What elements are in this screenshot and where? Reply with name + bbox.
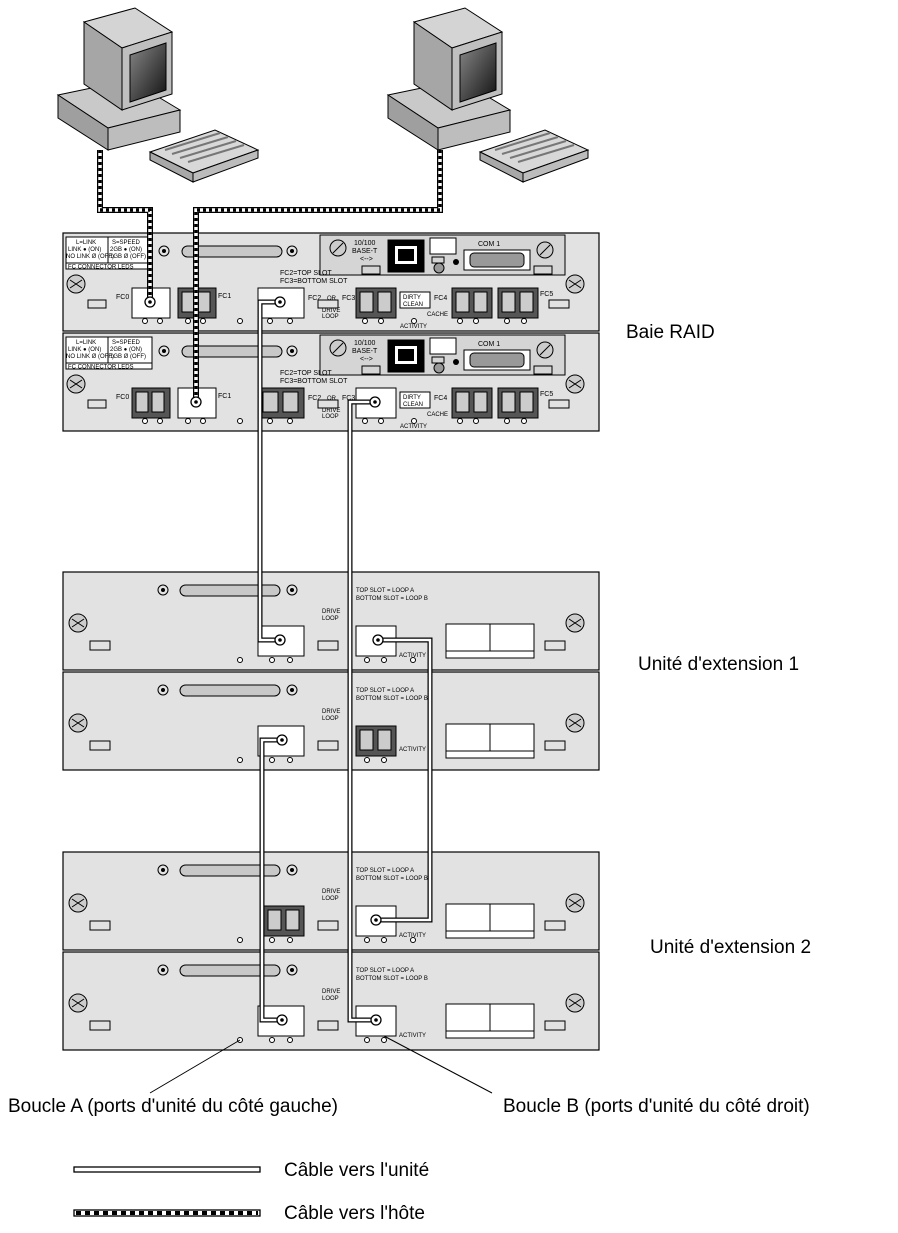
svg-text:BOTTOM SLOT = LOOP B: BOTTOM SLOT = LOOP B (356, 596, 428, 602)
svg-text:NO LINK Ø (OFF): NO LINK Ø (OFF) (66, 354, 114, 360)
drive-cables (257, 299, 433, 1023)
svg-text:DRIVE: DRIVE (322, 889, 340, 895)
svg-text:OR: OR (327, 396, 337, 402)
svg-text:CACHE: CACHE (427, 412, 448, 418)
svg-text:L=LINK: L=LINK (76, 340, 96, 346)
legend-drive-cable-label: Câble vers l'unité (284, 1160, 429, 1181)
svg-text:10/100: 10/100 (354, 240, 376, 247)
svg-text:DRIVE: DRIVE (322, 709, 340, 715)
svg-text:S=SPEED: S=SPEED (112, 240, 141, 246)
label-expansion-unit-2: Unité d'extension 2 (650, 937, 811, 958)
svg-text:DRIVE: DRIVE (322, 408, 340, 414)
svg-text:FC0: FC0 (116, 394, 129, 401)
svg-text:BASE-T: BASE-T (352, 348, 378, 355)
svg-text:LOOP: LOOP (322, 414, 339, 420)
label-loop-b: Boucle B (ports d'unité du côté droit) (503, 1096, 810, 1117)
svg-text:FC4: FC4 (434, 295, 447, 302)
svg-text:FC1: FC1 (218, 293, 231, 300)
svg-text:OR: OR (327, 296, 337, 302)
svg-text:DRIVE: DRIVE (322, 308, 340, 314)
svg-text:TOP SLOT = LOOP A: TOP SLOT = LOOP A (356, 688, 414, 694)
expansion-module-2-bottom: TOP SLOT = LOOP A BOTTOM SLOT = LOOP B D… (62, 951, 600, 1051)
svg-text:FC3=BOTTOM SLOT: FC3=BOTTOM SLOT (280, 278, 348, 285)
legend-drive-cable-swatch (73, 1166, 261, 1173)
svg-text:<-->: <--> (360, 356, 373, 363)
svg-text:L=LINK: L=LINK (76, 240, 96, 246)
svg-text:<-->: <--> (360, 256, 373, 263)
svg-text:NO LINK Ø (OFF): NO LINK Ø (OFF) (66, 254, 114, 260)
svg-text:BOTTOM SLOT = LOOP B: BOTTOM SLOT = LOOP B (356, 876, 428, 882)
svg-text:FC3: FC3 (342, 395, 355, 402)
svg-text:LOOP: LOOP (322, 314, 339, 320)
svg-text:TOP SLOT = LOOP A: TOP SLOT = LOOP A (356, 868, 414, 874)
legend-host-cable-label: Câble vers l'hôte (284, 1203, 425, 1224)
svg-text:FC0: FC0 (116, 294, 129, 301)
svg-text:LOOP: LOOP (322, 996, 339, 1002)
svg-text:FC3=BOTTOM SLOT: FC3=BOTTOM SLOT (280, 378, 348, 385)
svg-text:ACTIVITY: ACTIVITY (399, 933, 426, 939)
svg-text:TOP SLOT = LOOP A: TOP SLOT = LOOP A (356, 588, 414, 594)
label-raid-array: Baie RAID (626, 322, 715, 343)
host-cables (97, 150, 443, 400)
svg-text:COM 1: COM 1 (478, 241, 500, 248)
svg-text:FC2: FC2 (308, 295, 321, 302)
svg-text:S=SPEED: S=SPEED (112, 340, 141, 346)
svg-text:FC CONNECTOR LEDS: FC CONNECTOR LEDS (68, 365, 134, 371)
svg-text:FC4: FC4 (434, 395, 447, 402)
label-loop-a: Boucle A (ports d'unité du côté gauche) (8, 1096, 338, 1117)
svg-text:CLEAN: CLEAN (403, 402, 423, 408)
svg-text:FC2=TOP SLOT: FC2=TOP SLOT (280, 370, 332, 377)
svg-text:ACTIVITY: ACTIVITY (399, 653, 426, 659)
svg-text:DIRTY: DIRTY (403, 395, 421, 401)
host-computer-right (386, 7, 590, 183)
svg-text:BOTTOM SLOT = LOOP B: BOTTOM SLOT = LOOP B (356, 696, 428, 702)
svg-text:LOOP: LOOP (322, 896, 339, 902)
svg-text:LINK ● (ON): LINK ● (ON) (68, 347, 101, 353)
svg-text:1GB Ø (OFF): 1GB Ø (OFF) (110, 254, 146, 260)
svg-text:BASE-T: BASE-T (352, 248, 378, 255)
svg-text:LOOP: LOOP (322, 716, 339, 722)
label-expansion-unit-1: Unité d'extension 1 (638, 654, 799, 675)
expansion-module-1-top: TOP SLOT = LOOP A BOTTOM SLOT = LOOP B D… (62, 571, 600, 671)
svg-text:FC1: FC1 (218, 393, 231, 400)
svg-text:FC5: FC5 (540, 291, 553, 298)
svg-text:ACTIVITY: ACTIVITY (399, 747, 426, 753)
svg-text:FC CONNECTOR LEDS: FC CONNECTOR LEDS (68, 265, 134, 271)
svg-text:TOP SLOT = LOOP A: TOP SLOT = LOOP A (356, 968, 414, 974)
svg-text:1GB Ø (OFF): 1GB Ø (OFF) (110, 354, 146, 360)
expansion-module-1-bottom: TOP SLOT = LOOP A BOTTOM SLOT = LOOP B D… (62, 671, 600, 771)
svg-text:DRIVE: DRIVE (322, 989, 340, 995)
host-computer-left (56, 7, 260, 183)
svg-text:LOOP: LOOP (322, 616, 339, 622)
legend: Câble vers l'unité Câble vers l'hôte (73, 1160, 429, 1224)
svg-text:2GB ● (ON): 2GB ● (ON) (110, 247, 142, 253)
svg-text:COM 1: COM 1 (478, 341, 500, 348)
svg-text:ACTIVITY: ACTIVITY (400, 424, 427, 430)
svg-text:10/100: 10/100 (354, 340, 376, 347)
svg-text:DIRTY: DIRTY (403, 295, 421, 301)
expansion-module-2-top: TOP SLOT = LOOP A BOTTOM SLOT = LOOP B D… (62, 851, 600, 951)
svg-text:FC2=TOP SLOT: FC2=TOP SLOT (280, 270, 332, 277)
svg-text:FC3: FC3 (342, 295, 355, 302)
svg-text:FC5: FC5 (540, 391, 553, 398)
svg-text:ACTIVITY: ACTIVITY (400, 324, 427, 330)
svg-text:FC2: FC2 (308, 395, 321, 402)
svg-text:CLEAN: CLEAN (403, 302, 423, 308)
svg-text:LINK ● (ON): LINK ● (ON) (68, 247, 101, 253)
svg-text:BOTTOM SLOT = LOOP B: BOTTOM SLOT = LOOP B (356, 976, 428, 982)
raid-led-box-bottom (65, 336, 153, 370)
svg-text:2GB ● (ON): 2GB ● (ON) (110, 347, 142, 353)
svg-text:CACHE: CACHE (427, 312, 448, 318)
svg-text:ACTIVITY: ACTIVITY (399, 1033, 426, 1039)
svg-text:DRIVE: DRIVE (322, 609, 340, 615)
raid-array: L=LINK LINK ● (ON) NO LINK Ø (OFF) S=SPE… (62, 232, 600, 432)
